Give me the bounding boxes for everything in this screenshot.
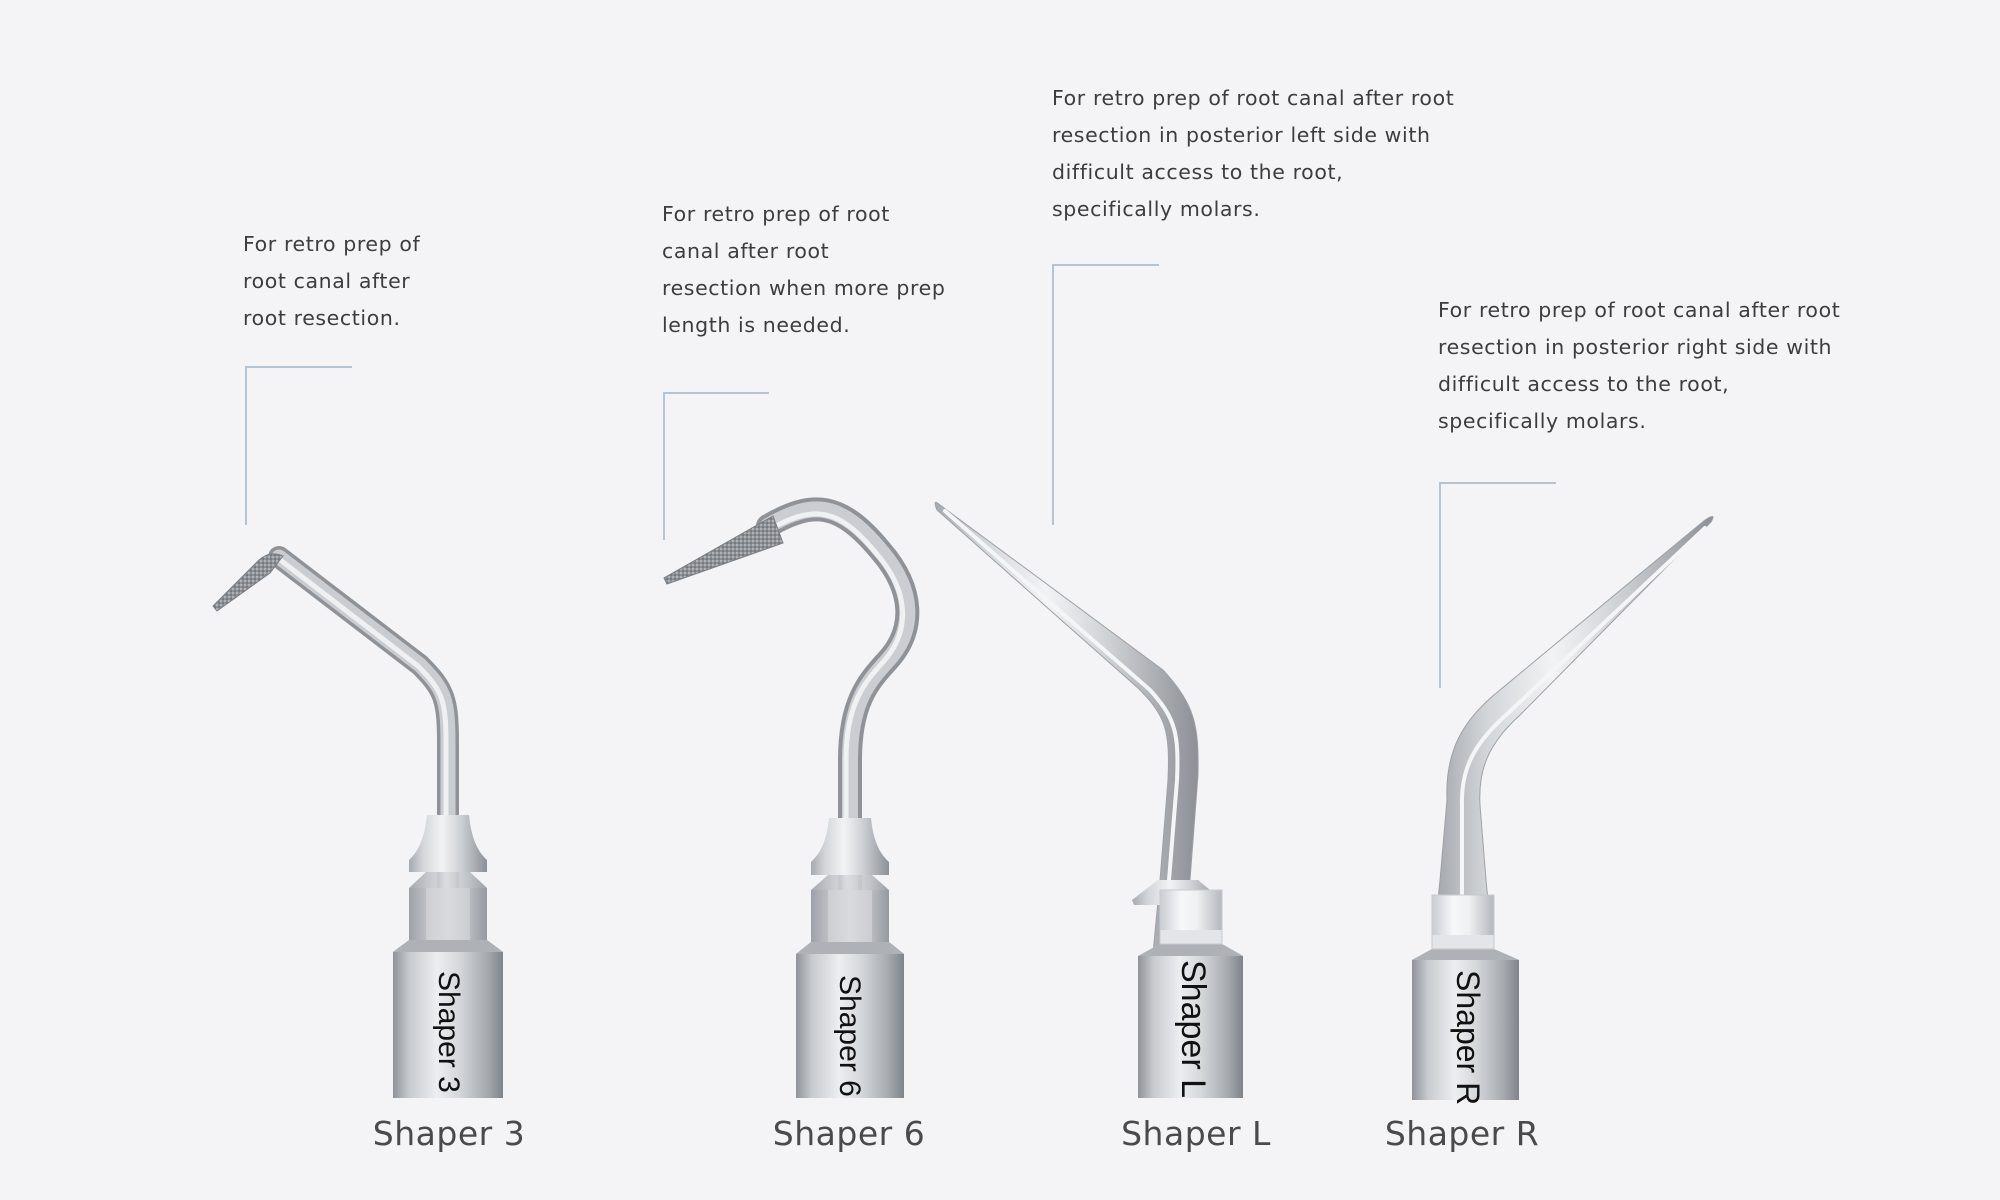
shaper-l-description: For retro prep of root canal after root … [1052,80,1454,228]
shaper-3-description: For retro prep of root canal after root … [243,226,420,337]
description-line: root resection. [243,306,401,330]
description-line: For retro prep of root [662,202,890,226]
description-line: canal after root [662,239,830,263]
description-line: difficult access to the root, [1438,372,1730,396]
description-line: specifically molars. [1438,409,1647,433]
callout-lines [245,264,1556,688]
description-line: difficult access to the root, [1052,160,1344,184]
shaper-6-engraving: Shaper 6 [833,975,866,1097]
shaper-3-name: Shaper 3 [372,1114,526,1153]
description-line: For retro prep of [243,232,421,256]
description-line: For retro prep of root canal after root [1052,86,1455,110]
shaper-3-engraving: Shaper 3 [432,971,465,1093]
description-line: resection in posterior left side with [1052,123,1431,147]
shaper-6-description: For retro prep of root canal after root … [662,196,945,344]
shaper-6-name: Shaper 6 [772,1114,926,1153]
shaper-r-engraving: Shaper R [1450,970,1486,1105]
description-line: resection when more prep [662,276,946,300]
shaper-l-tip [934,501,1243,1098]
shaper-6-tip [663,497,920,1098]
shaper-r-name: Shaper R [1384,1114,1540,1153]
shaper-3-tip [212,546,503,1098]
description-line: length is needed. [662,313,851,337]
shaper-l-engraving: Shaper L [1174,960,1212,1098]
description-line: resection in posterior right side with [1438,335,1833,359]
shaper-r-description: For retro prep of root canal after root … [1438,292,1840,440]
shaper-r-tip [1412,516,1714,1100]
shaper-l-name: Shaper L [1121,1114,1271,1153]
description-line: For retro prep of root canal after root [1438,298,1841,322]
description-line: root canal after [243,269,411,293]
description-line: specifically molars. [1052,197,1261,221]
